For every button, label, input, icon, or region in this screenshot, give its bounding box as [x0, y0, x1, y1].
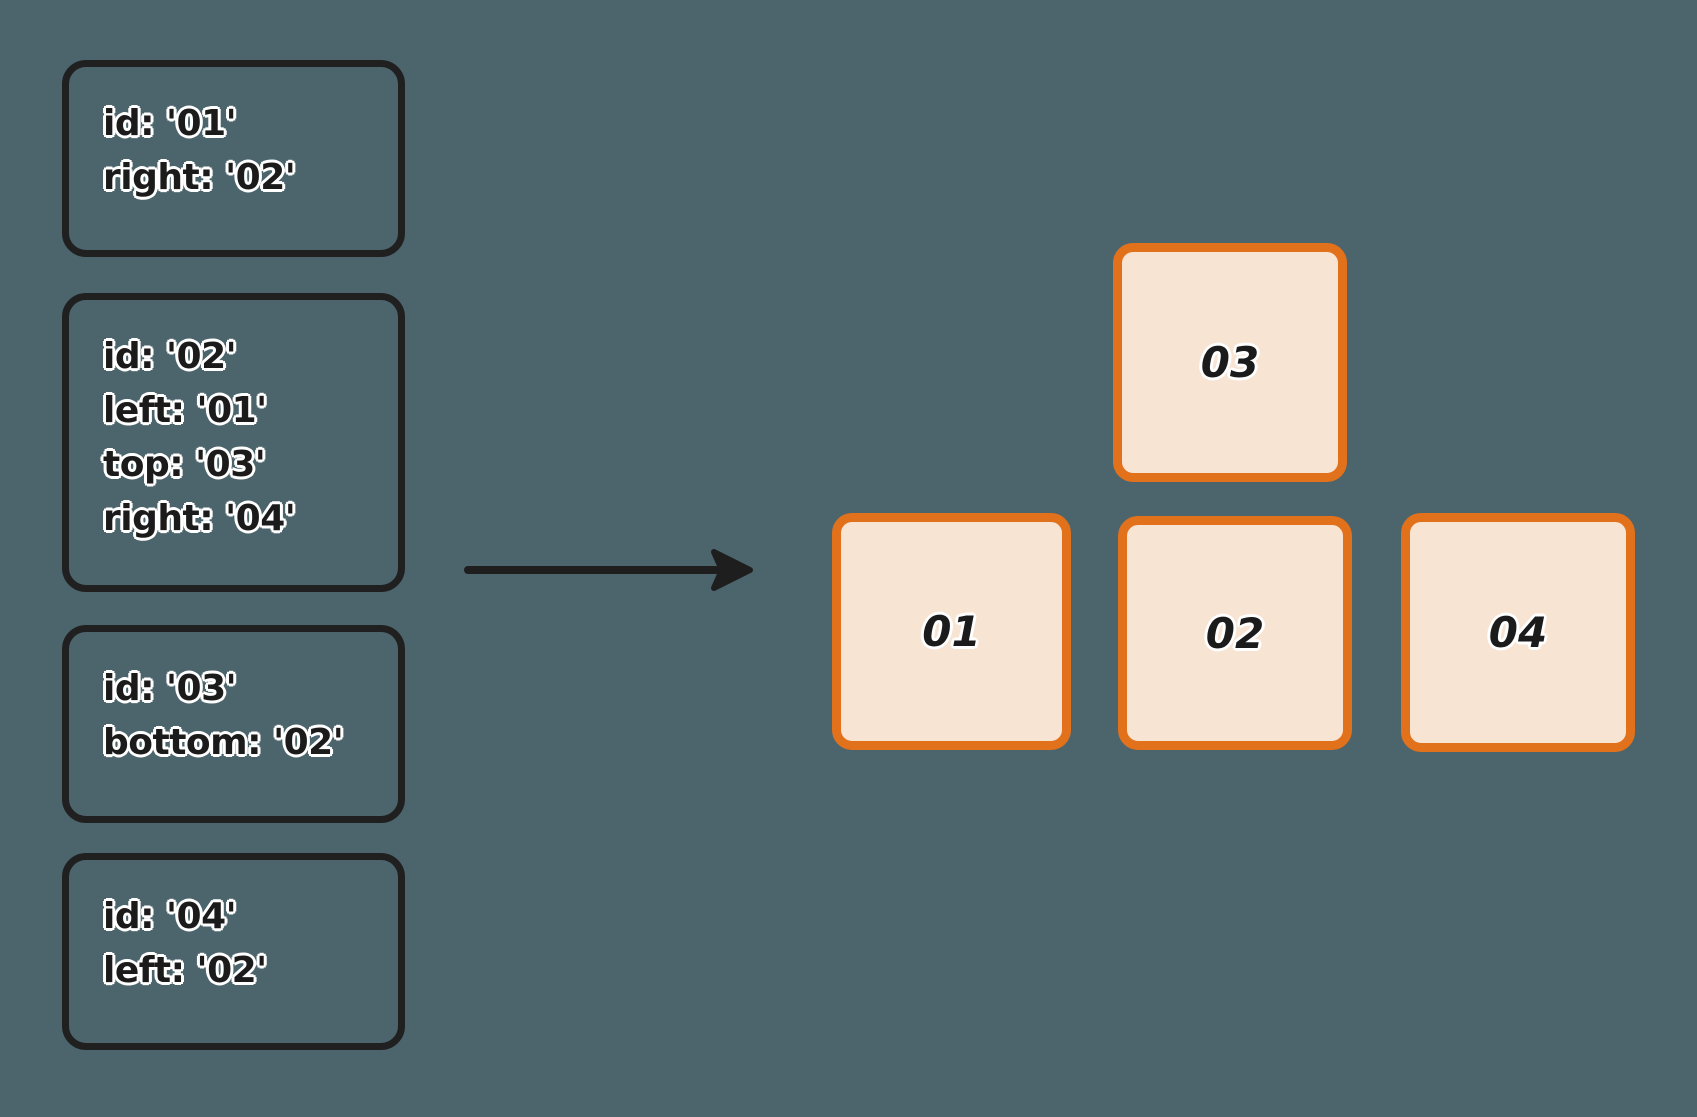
spec-box-03: id: '03' bottom: '02'	[62, 625, 405, 823]
spec-line: left: '01'	[103, 390, 267, 431]
node-01: 01	[832, 513, 1071, 750]
spec-line: right: '04'	[103, 498, 296, 539]
spec-line: id: '04'	[103, 896, 237, 937]
node-label: 03	[1200, 338, 1260, 387]
node-label: 01	[922, 607, 981, 656]
spec-box-02: id: '02' left: '01' top: '03' right: '04…	[62, 293, 405, 592]
node-label: 04	[1488, 608, 1548, 657]
node-02: 02	[1118, 516, 1352, 750]
node-label: 02	[1205, 608, 1265, 658]
node-03: 03	[1113, 243, 1347, 482]
spec-line: id: '02'	[103, 336, 237, 377]
node-04: 04	[1401, 513, 1635, 752]
spec-line: right: '02'	[103, 157, 296, 198]
spec-line: left: '02'	[103, 950, 267, 991]
spec-line: top: '03'	[103, 444, 266, 485]
spec-box-04: id: '04' left: '02'	[62, 853, 405, 1050]
spec-line: bottom: '02'	[103, 722, 344, 763]
right-arrow-icon	[460, 544, 760, 596]
spec-box-01: id: '01' right: '02'	[62, 60, 405, 257]
spec-line: id: '01'	[103, 103, 237, 144]
spec-line: id: '03'	[103, 668, 237, 709]
